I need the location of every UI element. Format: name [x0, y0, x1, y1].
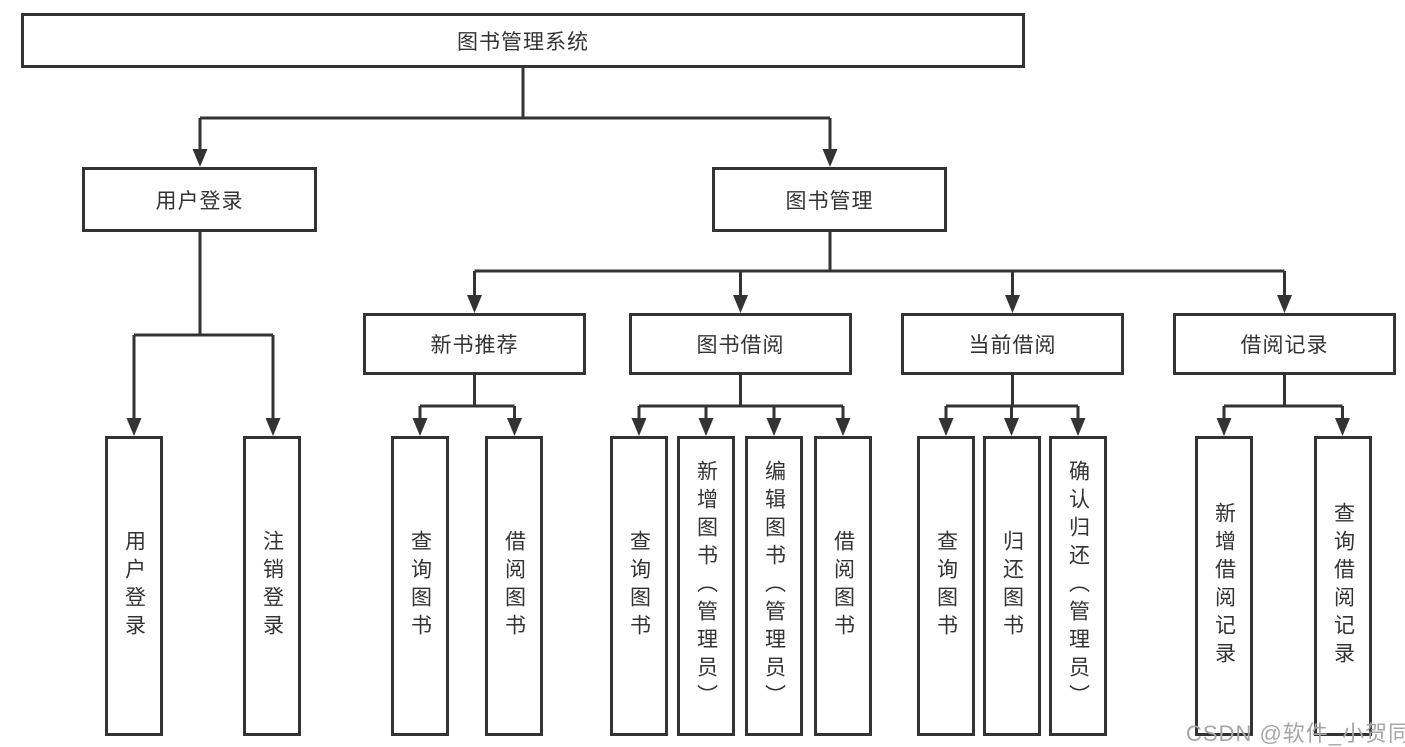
leaf-records-add: 新增借阅记录	[1195, 436, 1253, 736]
connector-current-borrow-children	[938, 375, 1086, 436]
leaf-newbooks-borrow-label: 借阅图书	[502, 530, 526, 642]
leaf-bookborrow-add-label: 新增图书（管理员）	[694, 460, 718, 712]
leaf-user-login: 用户登录	[105, 436, 163, 736]
leaf-logout: 注销登录	[243, 436, 301, 736]
leaf-bookborrow-edit: 编辑图书（管理员）	[745, 436, 803, 736]
connector-borrow-records-children	[1216, 375, 1350, 436]
node-book-borrow-label: 图书借阅	[696, 334, 785, 357]
node-current-borrow: 当前借阅	[901, 313, 1124, 375]
leaf-bookborrow-add: 新增图书（管理员）	[677, 436, 735, 736]
node-new-books: 新书推荐	[363, 313, 586, 375]
connector-user-login-children	[126, 232, 281, 436]
leaf-records-search-label: 查询借阅记录	[1331, 502, 1355, 670]
leaf-currentborrow-confirm-label: 确认归还（管理员）	[1066, 460, 1090, 712]
leaf-bookborrow-edit-label: 编辑图书（管理员）	[762, 460, 786, 712]
node-book-mgmt-label: 图书管理	[785, 189, 874, 213]
connector-book-borrow-children	[631, 375, 851, 436]
leaf-currentborrow-confirm: 确认归还（管理员）	[1049, 436, 1107, 736]
node-root: 图书管理系统	[21, 13, 1025, 68]
node-user-login-label: 用户登录	[155, 189, 244, 213]
leaf-currentborrow-search-label: 查询图书	[934, 530, 958, 642]
node-current-borrow-label: 当前借阅	[968, 334, 1057, 357]
node-borrow-records: 借阅记录	[1173, 313, 1396, 375]
leaf-bookborrow-search: 查询图书	[610, 436, 668, 736]
leaf-user-login-label: 用户登录	[122, 530, 146, 642]
connector-root-to-level2	[192, 68, 838, 167]
connector-book-mgmt-children	[467, 232, 1292, 313]
leaf-bookborrow-borrow: 借阅图书	[814, 436, 872, 736]
leaf-currentborrow-return-label: 归还图书	[1000, 530, 1024, 642]
node-borrow-records-label: 借阅记录	[1240, 334, 1329, 357]
leaf-currentborrow-search: 查询图书	[917, 436, 975, 736]
node-book-mgmt: 图书管理	[712, 167, 947, 232]
connector-new-books-children	[412, 375, 522, 436]
node-book-borrow: 图书借阅	[629, 313, 852, 375]
node-root-label: 图书管理系统	[457, 30, 589, 54]
leaf-bookborrow-search-label: 查询图书	[627, 530, 651, 642]
node-user-login: 用户登录	[82, 167, 317, 232]
leaf-bookborrow-borrow-label: 借阅图书	[831, 530, 855, 642]
leaf-newbooks-borrow: 借阅图书	[485, 436, 543, 736]
csdn-watermark: CSDN @软件_小贺同学	[1186, 721, 1405, 746]
leaf-currentborrow-return: 归还图书	[983, 436, 1041, 736]
leaf-logout-label: 注销登录	[260, 530, 284, 642]
leaf-records-add-label: 新增借阅记录	[1212, 502, 1236, 670]
leaf-newbooks-search: 查询图书	[391, 436, 449, 736]
leaf-newbooks-search-label: 查询图书	[408, 530, 432, 642]
leaf-records-search: 查询借阅记录	[1314, 436, 1372, 736]
node-new-books-label: 新书推荐	[430, 334, 519, 357]
